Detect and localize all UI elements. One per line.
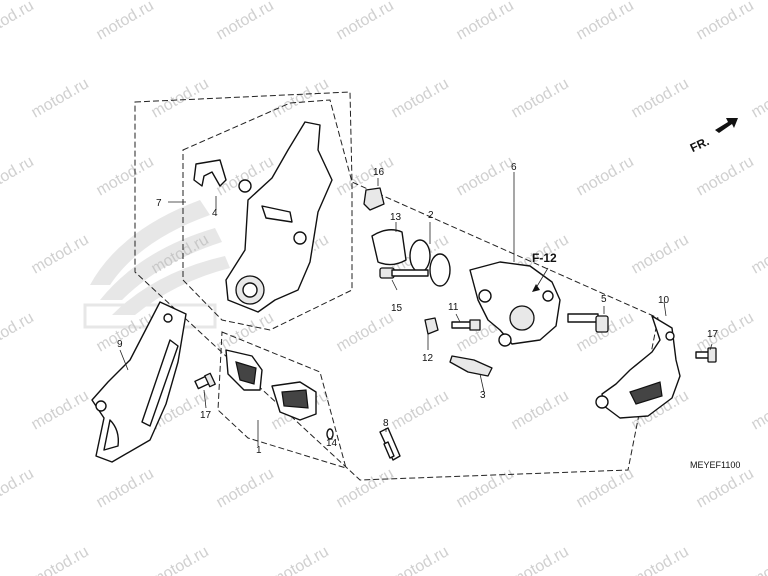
- callout-11: 11: [448, 302, 459, 313]
- caliper-slide-pin: [567, 313, 609, 333]
- bleeder-cap: [363, 187, 385, 211]
- callout-7: 7: [156, 198, 162, 209]
- watermark-text: motod.ru: [29, 543, 92, 576]
- watermark-text: motod.ru: [149, 75, 212, 121]
- watermark-text: motod.ru: [0, 465, 37, 511]
- watermark-text: motod.ru: [0, 0, 37, 43]
- callout-17-left: 17: [200, 410, 212, 421]
- bleeder-valve: [451, 319, 481, 331]
- watermark-text: motod.ru: [269, 543, 332, 576]
- reference-label: F-12: [532, 251, 557, 265]
- callout-4: 4: [212, 208, 218, 219]
- pad-pin: [379, 427, 401, 461]
- watermark-text: motod.ru: [389, 543, 452, 576]
- watermark-text: motod.ru: [694, 465, 757, 511]
- caliper-pin-bolt: [379, 267, 429, 279]
- watermark-text: motod.ru: [389, 387, 452, 433]
- callout-14: 14: [326, 438, 338, 449]
- watermark-text: motod.ru: [454, 0, 517, 43]
- drawing-code: MEYEF1100: [690, 460, 740, 470]
- bleeder-valve-cap: [424, 317, 439, 335]
- watermark-text: motod.ru: [694, 0, 757, 43]
- flange-bolt-left: [194, 372, 216, 390]
- disc-guard: [91, 301, 187, 463]
- callout-5: 5: [601, 294, 607, 305]
- callout-12: 12: [422, 353, 434, 364]
- watermark-text: motod.ru: [629, 75, 692, 121]
- pin-boot: [371, 229, 407, 266]
- watermark-text: motod.ru: [749, 543, 768, 576]
- watermark-text: motod.ru: [574, 0, 637, 43]
- group-outlines: [134, 91, 659, 481]
- watermark-text: motod.ru: [0, 153, 37, 199]
- callout-8: 8: [383, 418, 389, 429]
- pad-pin-clip: [326, 428, 334, 440]
- caliper-guard: [595, 315, 681, 419]
- watermark-text: motod.ru: [334, 0, 397, 43]
- watermark-text: motod.ru: [29, 231, 92, 277]
- watermark-text: motod.ru: [454, 465, 517, 511]
- callout-13: 13: [390, 212, 402, 223]
- piston-seals: [409, 239, 451, 287]
- callout-9: 9: [117, 339, 123, 350]
- pad-retainer-clip: [193, 159, 227, 187]
- watermark-text: motod.ru: [749, 75, 768, 121]
- brand-logo: [83, 200, 230, 329]
- callout-10: 10: [658, 295, 670, 306]
- watermark-text: motod.ru: [29, 75, 92, 121]
- watermark-text: motod.ru: [29, 387, 92, 433]
- watermark-text: motod.ru: [94, 465, 157, 511]
- watermark-text: motod.ru: [509, 543, 572, 576]
- watermark-text: motod.ru: [389, 75, 452, 121]
- watermark-text: motod.ru: [509, 387, 572, 433]
- front-direction-indicator: FR.: [688, 118, 738, 155]
- brake-pads: [225, 349, 317, 421]
- watermark-text: motod.ru: [629, 543, 692, 576]
- watermark-text: motod.ru: [214, 465, 277, 511]
- caliper-bracket: [225, 121, 333, 313]
- callout-numbers: 1 2 3 4 5 6 7 8 9 10 11 12 13 14 15 16 1…: [117, 162, 719, 456]
- callout-1: 1: [256, 445, 262, 456]
- flange-bolt-right: [695, 347, 717, 363]
- watermark-text: motod.ru: [334, 465, 397, 511]
- callout-15: 15: [391, 303, 403, 314]
- watermark-text: motod.ru: [149, 543, 212, 576]
- watermark-text: motod.ru: [94, 0, 157, 43]
- callout-3: 3: [480, 390, 486, 401]
- leader-lines: [119, 172, 713, 446]
- caliper-body: [469, 261, 561, 347]
- callout-6: 6: [511, 162, 517, 173]
- reference-marker: F-12: [532, 251, 557, 292]
- watermark-text: motod.ru: [334, 309, 397, 355]
- watermark-text: motod.ru: [269, 75, 332, 121]
- watermark-text: motod.ru: [94, 153, 157, 199]
- front-direction-label: FR.: [688, 134, 711, 155]
- watermark-text: motod.ru: [694, 153, 757, 199]
- callout-16: 16: [373, 167, 385, 178]
- callout-17-right: 17: [707, 329, 719, 340]
- watermark-text: motod.ru: [0, 309, 37, 355]
- watermark-text: motod.ru: [694, 309, 757, 355]
- callout-2: 2: [428, 210, 434, 221]
- watermark-text: motod.ru: [749, 387, 768, 433]
- watermark-text: motod.ru: [629, 231, 692, 277]
- watermark-text: motod.ru: [509, 75, 572, 121]
- watermark-text: motod.ru: [749, 231, 768, 277]
- pad-spring: [449, 355, 493, 377]
- watermark-text: motod.ru: [214, 0, 277, 43]
- watermark-text: motod.ru: [574, 153, 637, 199]
- watermark-text: motod.ru: [454, 153, 517, 199]
